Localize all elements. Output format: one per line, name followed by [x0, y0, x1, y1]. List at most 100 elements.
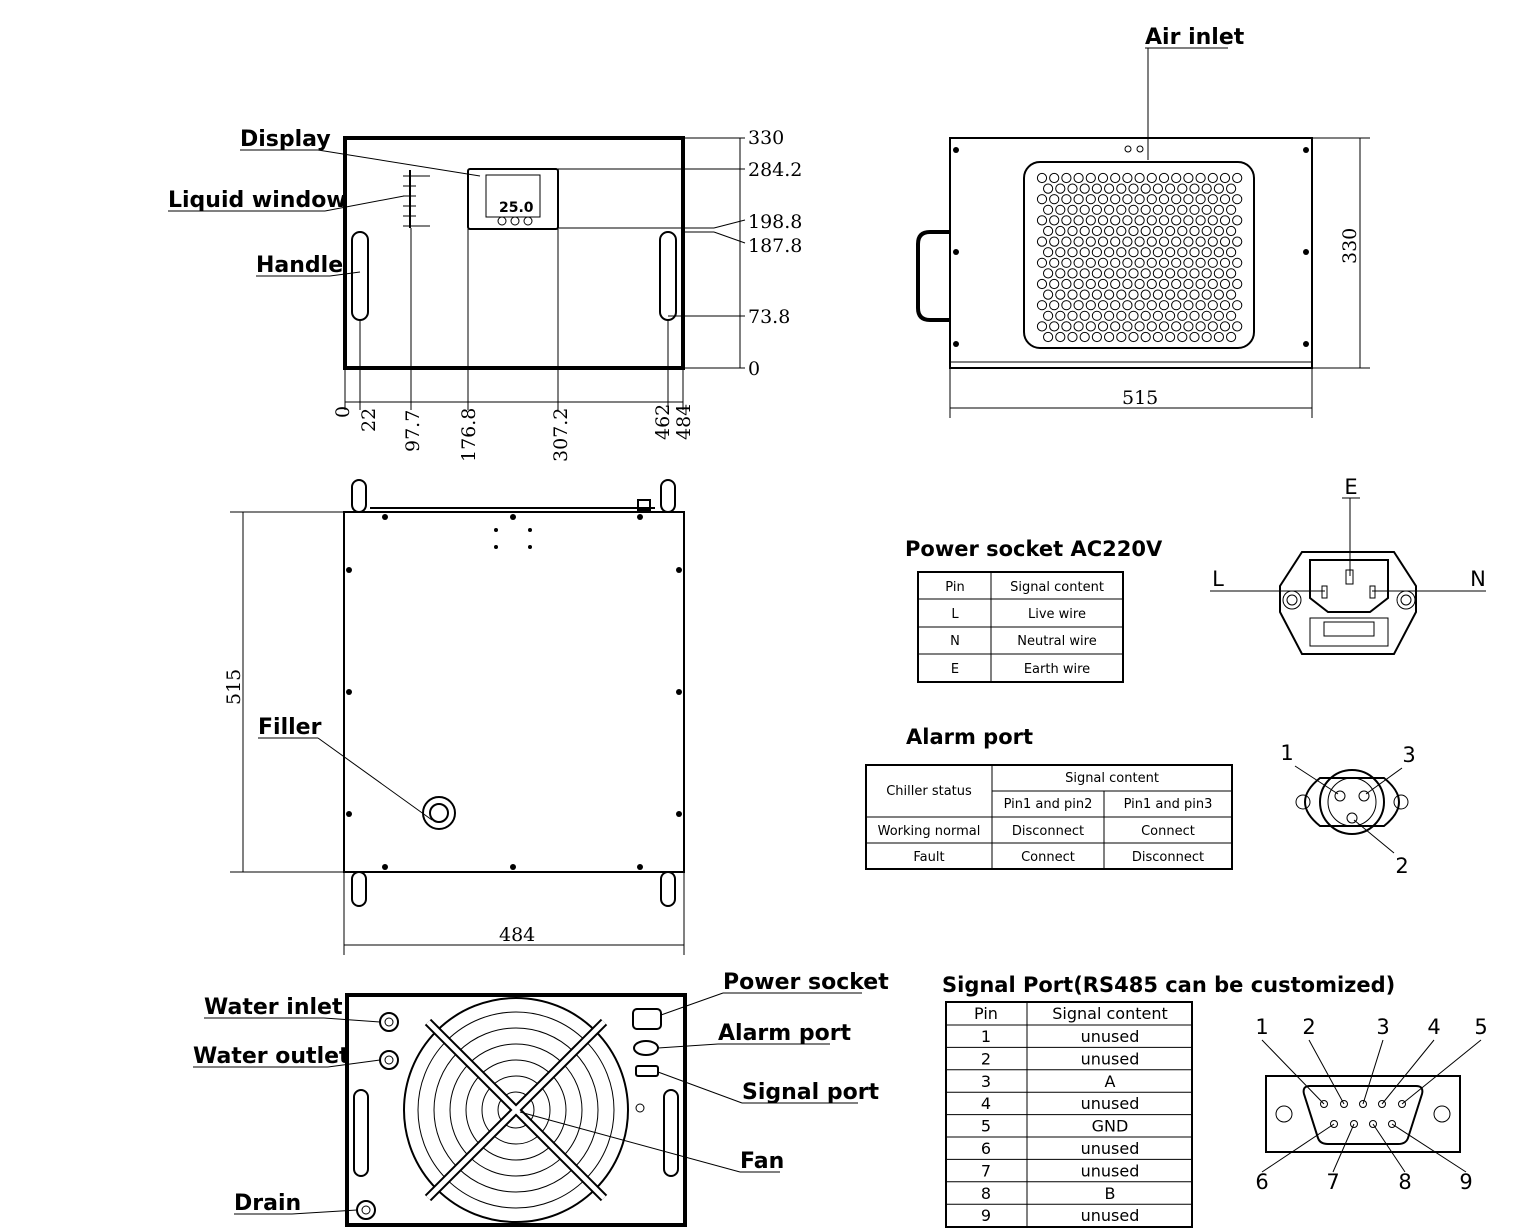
signal-port-title: Signal Port(RS485 can be customized)	[942, 973, 1395, 997]
db9-pin-label: 7	[1326, 1170, 1339, 1194]
drain-port	[356, 1200, 376, 1220]
front-vdim-5: 73.8	[748, 306, 790, 328]
signal-row-pin: 3	[981, 1072, 991, 1091]
signal-row-pin: 4	[981, 1094, 991, 1113]
db9-pin	[1359, 1100, 1367, 1108]
rear-power-socket	[632, 1008, 662, 1030]
alarm-header-signal: Signal content	[1065, 771, 1159, 786]
fan	[403, 997, 629, 1223]
top-handle	[660, 871, 676, 907]
power-header-signal: Signal content	[1010, 580, 1104, 595]
rear-signal-port	[635, 1065, 659, 1077]
power-pin-n: N	[1470, 567, 1486, 591]
signal-row-pin: 9	[981, 1206, 991, 1225]
power-pin-l: L	[1212, 567, 1224, 591]
signal-row-content: GND	[1092, 1117, 1129, 1136]
signal-row-pin: 7	[981, 1161, 991, 1180]
air-inlet-grille	[1023, 161, 1255, 349]
front-hdim-7: 484	[673, 404, 695, 440]
front-hdim-4: 176.8	[458, 408, 480, 462]
power-socket-label: Power socket	[723, 970, 889, 995]
water-outlet-label: Water outlet	[193, 1044, 350, 1069]
power-pin-e: E	[1344, 475, 1357, 499]
side-width-dim: 515	[1122, 387, 1158, 409]
side-screw	[1303, 249, 1309, 255]
signal-row-pin: 8	[981, 1184, 991, 1203]
alarm-pin-2: 2	[1395, 854, 1408, 878]
signal-row-content: unused	[1081, 1139, 1140, 1158]
signal-row-content: unused	[1081, 1027, 1140, 1046]
front-hdim-5: 307.2	[550, 408, 572, 462]
rear-handle-left	[353, 1089, 369, 1177]
signal-port-label: Signal port	[742, 1080, 880, 1105]
display-panel	[467, 168, 559, 230]
filler-label: Filler	[258, 715, 322, 740]
alarm-row-cell: Connect	[1141, 824, 1195, 839]
top-width-dim: 484	[499, 924, 535, 946]
display-button-3	[523, 216, 533, 226]
air-inlet-mesh	[1036, 172, 1243, 343]
front-hdim-3: 97.7	[402, 410, 424, 452]
db9-pin-label: 3	[1376, 1015, 1389, 1039]
top-panel-outline	[343, 511, 685, 873]
alarm-row-status: Working normal	[878, 824, 981, 839]
db9-pin	[1330, 1120, 1338, 1128]
power-socket-title: Power socket AC220V	[905, 537, 1163, 561]
alarm-subheader: Pin1 and pin2	[1004, 797, 1093, 812]
top-handle	[351, 479, 367, 513]
front-hdim-6: 462	[652, 404, 674, 440]
side-height-dim: 330	[1339, 228, 1361, 264]
handle-label: Handle	[256, 253, 343, 278]
alarm-subheader: Pin1 and pin3	[1124, 797, 1213, 812]
db9-pin	[1388, 1120, 1396, 1128]
power-row-signal: Earth wire	[1024, 662, 1090, 677]
alarm-pin-1: 1	[1280, 741, 1293, 765]
air-inlet-label: Air inlet	[1145, 25, 1245, 50]
front-vdim-6: 0	[748, 358, 760, 380]
db9-pin-label: 8	[1398, 1170, 1411, 1194]
water-inlet-label: Water inlet	[204, 995, 343, 1020]
side-panel-outline	[949, 137, 1313, 369]
front-vdim-3: 198.8	[748, 211, 802, 233]
front-vdim-4: 187.8	[748, 235, 802, 257]
power-row-signal: Live wire	[1028, 607, 1086, 622]
side-screw	[953, 147, 959, 153]
power-row-pin: N	[950, 634, 960, 649]
alarm-row-cell: Disconnect	[1132, 850, 1204, 865]
alarm-row-cell: Disconnect	[1012, 824, 1084, 839]
power-socket-diagram: E L N	[1210, 475, 1486, 655]
db9-pin	[1320, 1100, 1328, 1108]
front-panel-outline	[343, 136, 685, 370]
alarm-connector-diagram: 1 3 2	[1280, 741, 1415, 878]
display-value: 25.0	[499, 200, 534, 216]
side-handle	[916, 230, 950, 322]
db9-pin-label: 9	[1459, 1170, 1472, 1194]
side-screw	[1303, 147, 1309, 153]
alarm-port-label: Alarm port	[718, 1021, 852, 1046]
signal-row-content: unused	[1081, 1094, 1140, 1113]
signal-header-content: Signal content	[1052, 1004, 1168, 1023]
db9-pin	[1350, 1120, 1358, 1128]
signal-row-content: unused	[1081, 1206, 1140, 1225]
front-hdim-2: 22	[358, 408, 380, 432]
top-handle	[660, 479, 676, 513]
db9-pin-label: 6	[1255, 1170, 1268, 1194]
db9-pin-label: 5	[1474, 1015, 1487, 1039]
alarm-port-title: Alarm port	[906, 725, 1033, 749]
top-view: Filler 515 484	[223, 479, 685, 955]
signal-row-content: B	[1105, 1184, 1116, 1203]
liquid-window-label: Liquid window	[168, 188, 347, 213]
db9-pin-label: 4	[1427, 1015, 1440, 1039]
water-inlet-port	[379, 1012, 399, 1032]
drain-label: Drain	[234, 1191, 301, 1216]
power-row-pin: E	[951, 662, 959, 677]
alarm-pin-3: 3	[1402, 743, 1415, 767]
signal-row-content: unused	[1081, 1049, 1140, 1068]
handle-right	[659, 231, 677, 321]
signal-row-pin: 2	[981, 1049, 991, 1068]
db9-pin	[1369, 1120, 1377, 1128]
side-view: Air inlet 330 515	[916, 25, 1370, 418]
